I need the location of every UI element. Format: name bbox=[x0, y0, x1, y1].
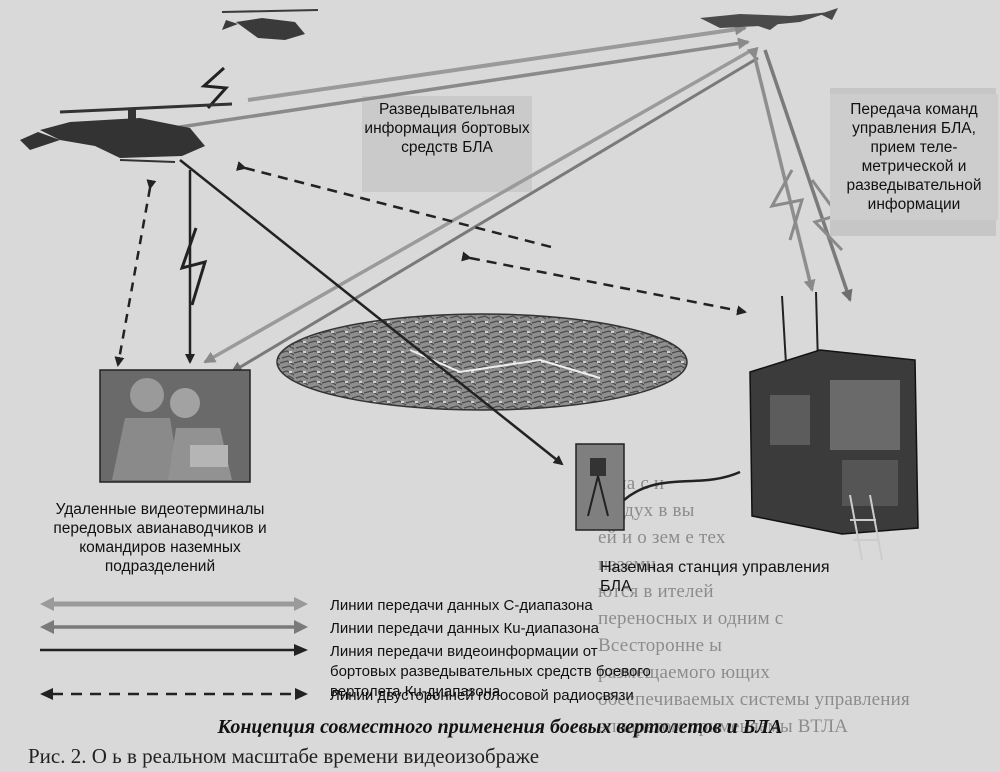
legend-label-voice: Линии двусторонней голосовой радиосвязи bbox=[330, 687, 634, 704]
legend-label-video: Линия передачи видеоинформации от бортов… bbox=[330, 643, 651, 700]
background-text-line: ей и о зем е тех bbox=[598, 527, 726, 548]
legend-label-c-band: Линии передачи данных С-диапазона bbox=[330, 597, 593, 614]
legend-label-ku-band: Линии передачи данных Кu-диапазона bbox=[330, 620, 600, 637]
radio-zigzag-terminals bbox=[179, 227, 208, 306]
voice-link-station bbox=[461, 251, 747, 316]
attack-helicopter-main-icon bbox=[20, 102, 233, 163]
link-uav-station-ku bbox=[763, 49, 853, 302]
radio-zigzag-heli bbox=[200, 66, 230, 110]
uav-intel-label: Разведывательная информация бортовых сре… bbox=[364, 101, 530, 156]
legend-row-voice: Линии двусторонней голосовой радиосвязи bbox=[40, 684, 660, 707]
legend-symbol-ku-band bbox=[40, 620, 308, 634]
background-text-line: ются в ителей bbox=[598, 581, 714, 602]
uav-command-label: Передача команд управления БЛА, прием те… bbox=[830, 94, 998, 220]
remote-video-terminals-photo bbox=[99, 369, 251, 483]
remote-terminals-label: Удаленные видеотерминалы передовых авиан… bbox=[53, 501, 267, 575]
radio-zigzag-left bbox=[769, 169, 805, 241]
background-text-line: размещаемого ющих bbox=[598, 662, 771, 683]
radio-zigzag-right bbox=[810, 179, 844, 252]
legend-row-c-band: Линии передачи данных С-диапазона bbox=[40, 594, 660, 617]
uav-icon bbox=[700, 8, 838, 30]
ground-control-station-photo bbox=[749, 291, 919, 561]
link-video-heli-terminal bbox=[179, 159, 564, 466]
legend-symbol-voice bbox=[40, 688, 308, 700]
legend-symbol-c-band bbox=[40, 597, 308, 611]
ground-video-terminal-photo bbox=[575, 443, 741, 531]
link-uav-station-c bbox=[746, 46, 816, 292]
voice-link-heli bbox=[236, 161, 556, 250]
background-text-line: Всесторонне ы bbox=[598, 635, 723, 656]
background-text-line: переносных и одним с bbox=[598, 608, 784, 629]
link-helicopter1-uav bbox=[149, 37, 750, 138]
link-uav-terminals-c bbox=[203, 48, 753, 364]
terrain-area bbox=[276, 313, 688, 411]
figure-footer-text: Рис. 2. О ь в реальном масштабе времени … bbox=[28, 744, 540, 768]
terrain-road bbox=[409, 349, 601, 379]
background-text-line: наземн bbox=[598, 554, 656, 575]
background-text-line: обеспечиваемых системы управления bbox=[598, 689, 910, 710]
link-uav-terminals-ku bbox=[230, 56, 759, 374]
attack-helicopter-escort-icon bbox=[221, 9, 319, 40]
background-text-line: аппаратом применяемы ВТЛА bbox=[598, 716, 849, 737]
figure-caption: Концепция совместного применения боевых … bbox=[217, 716, 783, 738]
legend: Линии передачи данных С-диапазона Линии … bbox=[40, 594, 660, 707]
ground-station-label: Наземная станция управления БЛА bbox=[600, 559, 830, 595]
link-helicopter2-uav bbox=[247, 23, 747, 102]
legend-row-video: Линия передачи видеоинформации от бортов… bbox=[40, 640, 660, 700]
legend-symbol-video bbox=[40, 644, 308, 656]
voice-link-terminals bbox=[114, 179, 157, 367]
legend-row-ku-band: Линии передачи данных Кu-диапазона bbox=[40, 617, 660, 640]
